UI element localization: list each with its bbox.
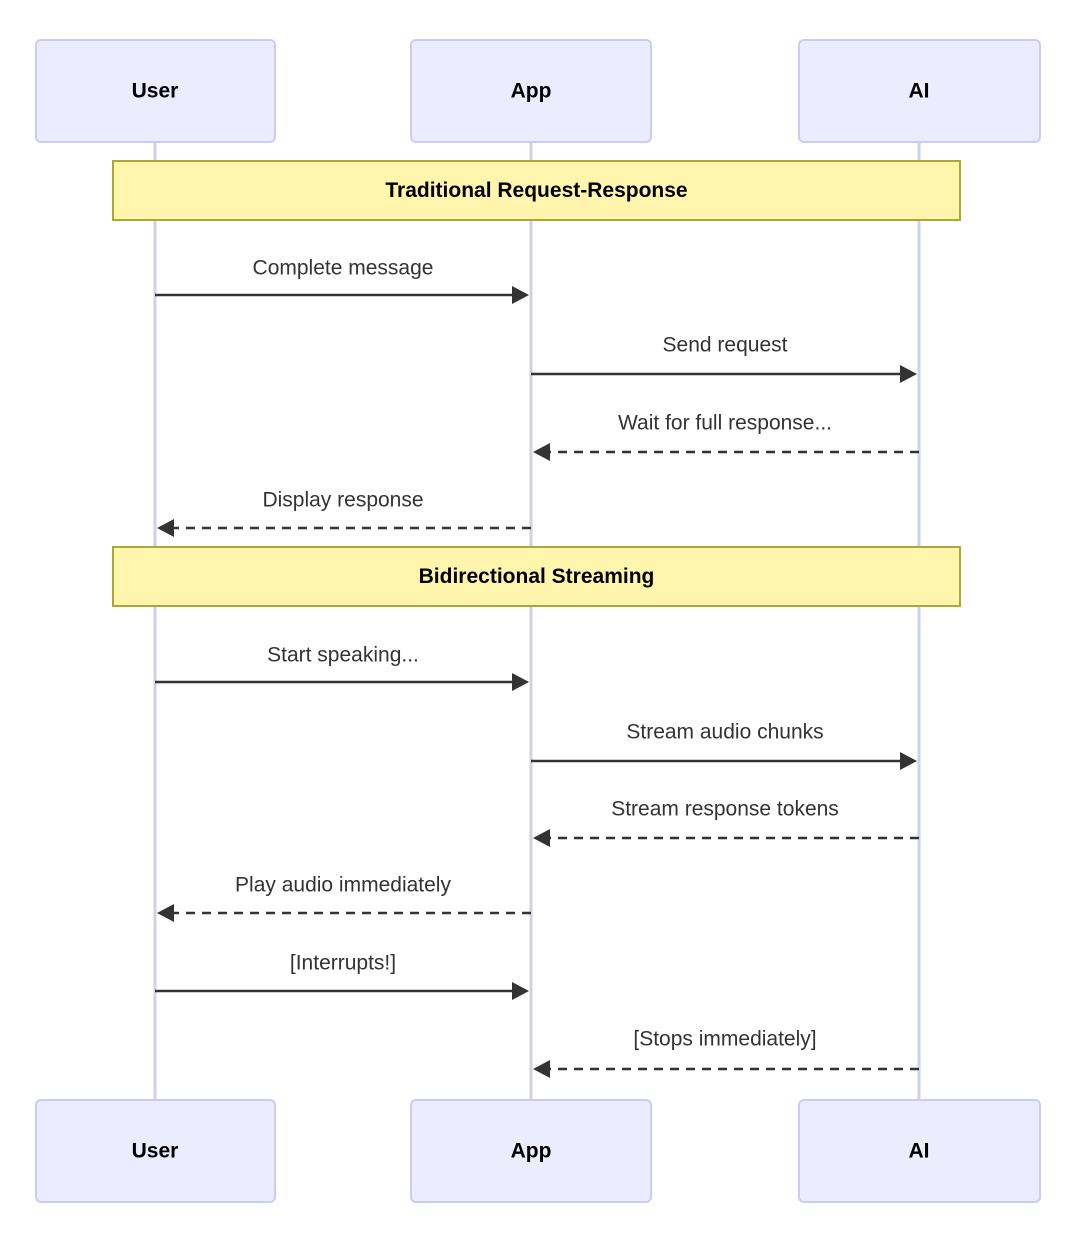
actor-label: App <box>511 80 552 103</box>
message-label: Stream audio chunks <box>626 721 823 744</box>
actor-box[interactable] <box>35 1099 276 1203</box>
note-box <box>112 160 961 221</box>
actor-ai-top[interactable]: AI <box>798 39 1041 143</box>
arrowhead-icon <box>157 519 174 537</box>
arrowhead-icon <box>900 752 917 770</box>
actor-label: App <box>511 1140 552 1163</box>
message-label: [Stops immediately] <box>633 1028 816 1051</box>
message-label: Start speaking... <box>267 644 419 667</box>
actor-user-bottom[interactable]: User <box>35 1099 276 1203</box>
actor-label: AI <box>909 1140 930 1163</box>
arrowhead-icon <box>157 904 174 922</box>
msg-display-response: Display response <box>157 489 531 537</box>
msg-play-audio-immediately: Play audio immediately <box>157 874 531 922</box>
msg-stream-audio-chunks: Stream audio chunks <box>531 721 917 770</box>
actor-box[interactable] <box>798 1099 1041 1203</box>
note-traditional: Traditional Request-Response <box>112 160 961 221</box>
actor-box[interactable] <box>798 39 1041 143</box>
actor-box[interactable] <box>410 39 652 143</box>
lifelines-layer <box>153 142 921 1100</box>
message-label: Wait for full response... <box>618 412 832 435</box>
actor-box[interactable] <box>35 39 276 143</box>
note-streaming: Bidirectional Streaming <box>112 546 961 607</box>
msg-complete-message: Complete message <box>155 257 529 304</box>
arrowhead-icon <box>533 1060 550 1078</box>
actor-app-top[interactable]: App <box>410 39 652 143</box>
msg-interrupts: [Interrupts!] <box>155 952 529 1000</box>
notes-layer: Traditional Request-ResponseBidirectiona… <box>112 160 961 607</box>
msg-stops-immediately: [Stops immediately] <box>533 1028 919 1078</box>
actor-label: AI <box>909 80 930 103</box>
message-label: [Interrupts!] <box>290 952 396 975</box>
actor-label: User <box>132 1140 179 1163</box>
msg-stream-response-tokens: Stream response tokens <box>533 798 919 847</box>
arrowhead-icon <box>512 673 529 691</box>
msg-start-speaking: Start speaking... <box>155 644 529 691</box>
msg-wait-full-response: Wait for full response... <box>533 412 919 461</box>
arrowhead-icon <box>533 829 550 847</box>
message-label: Stream response tokens <box>611 798 839 821</box>
note-label: Traditional Request-Response <box>385 179 687 202</box>
message-label: Complete message <box>253 257 434 280</box>
note-box <box>112 546 961 607</box>
message-label: Play audio immediately <box>235 874 451 897</box>
actor-label: User <box>132 80 179 103</box>
arrowhead-icon <box>512 982 529 1000</box>
message-label: Display response <box>262 489 423 512</box>
actor-ai-bottom[interactable]: AI <box>798 1099 1041 1203</box>
arrowhead-icon <box>533 443 550 461</box>
note-label: Bidirectional Streaming <box>419 565 655 588</box>
arrowhead-icon <box>900 365 917 383</box>
actor-user-top[interactable]: User <box>35 39 276 143</box>
actor-app-bottom[interactable]: App <box>410 1099 652 1203</box>
arrowhead-icon <box>512 286 529 304</box>
actor-box[interactable] <box>410 1099 652 1203</box>
msg-send-request: Send request <box>531 334 917 383</box>
message-label: Send request <box>663 334 788 357</box>
